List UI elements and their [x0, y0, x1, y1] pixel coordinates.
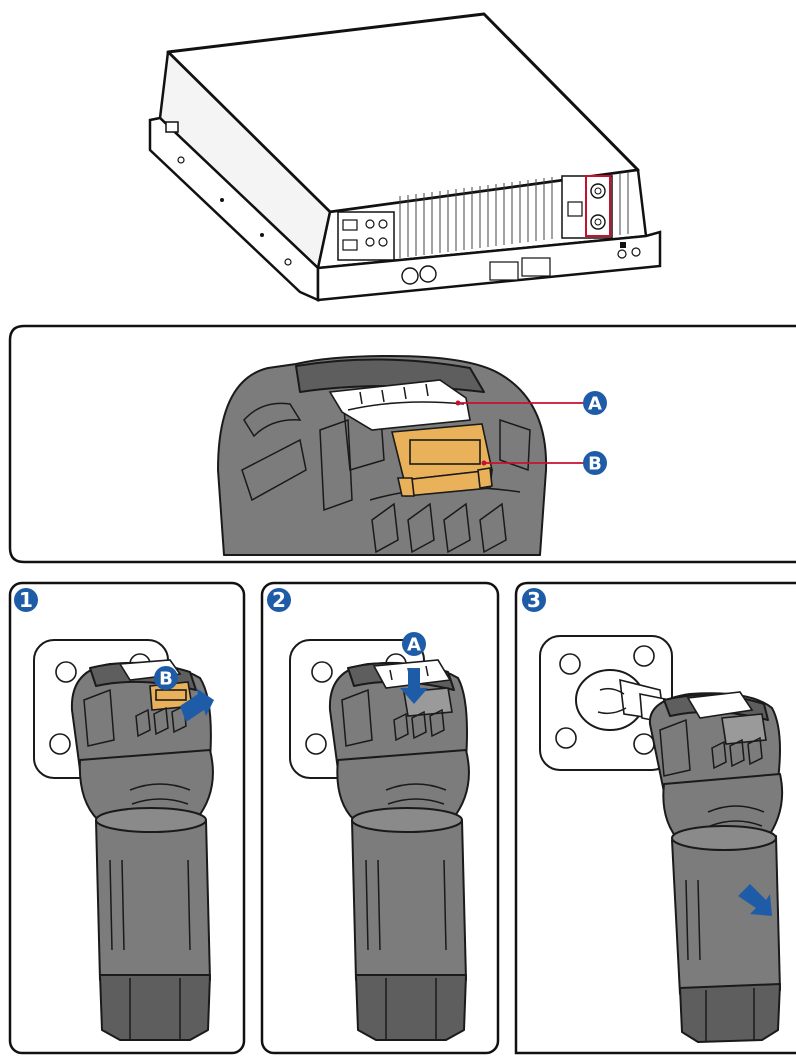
- connector-detail: [217, 355, 585, 556]
- callout-a-label: A: [588, 394, 602, 415]
- push-arrow: [400, 668, 428, 704]
- step-panel-3: 3: [514, 581, 796, 1055]
- step-1-callout: B: [159, 669, 173, 690]
- pull-arrow: [738, 884, 772, 916]
- step-number-3: 3: [527, 588, 541, 612]
- step-panel-2: 2 A: [260, 581, 500, 1055]
- push-tab: [328, 379, 471, 431]
- connector-latch: [390, 423, 493, 497]
- pull-arrow: [180, 688, 214, 722]
- step-number-2: 2: [272, 588, 286, 612]
- callout-a: A: [583, 391, 607, 415]
- heatsink-fins: [399, 172, 629, 258]
- step-panel-1: 1 B: [8, 581, 246, 1055]
- callout-b-label: B: [588, 454, 602, 475]
- step-2-callout: A: [407, 635, 421, 656]
- highlight-box: [585, 175, 611, 237]
- device-enclosure: [148, 12, 662, 302]
- step-number-1: 1: [19, 588, 33, 612]
- callout-b: B: [583, 451, 607, 475]
